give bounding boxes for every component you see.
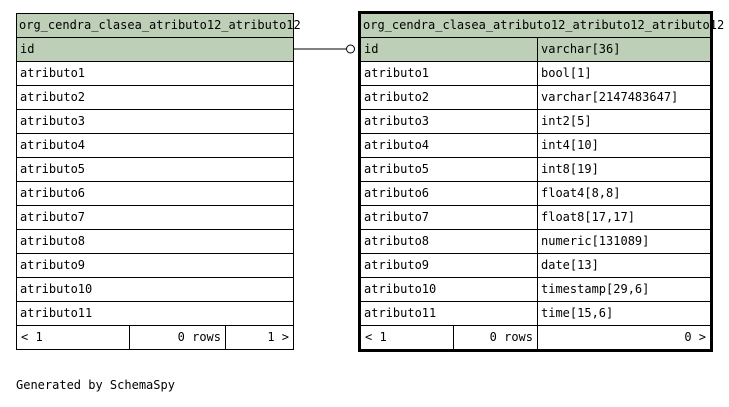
column-row: atributo9 (17, 254, 293, 278)
column-name: id (361, 38, 537, 61)
footer-next: 0 > (537, 326, 710, 350)
column-type: int8[19] (537, 158, 710, 181)
column-row: atributo5 int8[19] (361, 158, 710, 182)
pk-row: id varchar[36] (361, 38, 710, 62)
column-row: atributo2 varchar[2147483647] (361, 86, 710, 110)
zero-cardinality-marker (346, 44, 355, 54)
column-type: timestamp[29,6] (537, 278, 710, 301)
table-footer: < 1 0 rows 1 > (17, 326, 293, 350)
column-name: atributo10 (364, 282, 437, 296)
column-name: atributo9 (20, 258, 86, 272)
table-title: org_cendra_clasea_atributo12_atributo12 (17, 14, 301, 38)
column-row: atributo11 time[15,6] (361, 302, 710, 326)
column-name: id (17, 38, 293, 61)
column-name: atributo8 (364, 234, 430, 248)
column-name: atributo6 (20, 186, 86, 200)
column-name: atributo5 (20, 162, 86, 176)
column-name: atributo7 (20, 210, 86, 224)
table-title: org_cendra_clasea_atributo12_atributo12_… (361, 14, 724, 38)
column-row: atributo5 (17, 158, 293, 182)
column-type: bool[1] (537, 62, 710, 85)
column-row: atributo6 float4[8,8] (361, 182, 710, 206)
column-name: atributo1 (20, 66, 86, 80)
column-type: varchar[2147483647] (537, 86, 710, 109)
column-row: atributo7 float8[17,17] (361, 206, 710, 230)
column-name: atributo10 (20, 282, 93, 296)
column-name: atributo5 (364, 162, 430, 176)
column-row: atributo2 (17, 86, 293, 110)
column-row: atributo1 (17, 62, 293, 86)
generated-by-text: Generated by SchemaSpy (16, 378, 175, 392)
column-row: atributo1 bool[1] (361, 62, 710, 86)
column-row: atributo8 (17, 230, 293, 254)
column-type: float4[8,8] (537, 182, 710, 205)
column-type: int2[5] (537, 110, 710, 133)
column-name: atributo9 (364, 258, 430, 272)
column-row: atributo6 (17, 182, 293, 206)
column-type: date[13] (537, 254, 710, 277)
column-row: atributo10 (17, 278, 293, 302)
column-name: atributo2 (20, 90, 86, 104)
footer-prev: < 1 (365, 330, 387, 344)
table-focus: org_cendra_clasea_atributo12_atributo12_… (358, 11, 724, 352)
table-footer: < 1 0 rows 0 > (361, 326, 710, 350)
column-name: atributo8 (20, 234, 86, 248)
column-row: atributo3 (17, 110, 293, 134)
column-row: atributo10 timestamp[29,6] (361, 278, 710, 302)
column-name: atributo4 (20, 138, 86, 152)
footer-prev: < 1 (21, 330, 43, 344)
column-name: atributo2 (364, 90, 430, 104)
column-name: atributo6 (364, 186, 430, 200)
column-type: varchar[36] (537, 38, 710, 61)
footer-rows: 0 rows (129, 326, 225, 350)
column-name: atributo3 (364, 114, 430, 128)
column-row: atributo3 int2[5] (361, 110, 710, 134)
column-name: atributo11 (364, 306, 437, 320)
table-left: org_cendra_clasea_atributo12_atributo12 … (16, 13, 301, 350)
column-row: atributo7 (17, 206, 293, 230)
column-row: atributo11 (17, 302, 293, 326)
footer-rows: 0 rows (453, 326, 537, 350)
column-type: float8[17,17] (537, 206, 710, 229)
column-row: atributo4 int4[10] (361, 134, 710, 158)
column-name: atributo4 (364, 138, 430, 152)
pk-row: id (17, 38, 293, 62)
column-type: numeric[131089] (537, 230, 710, 253)
column-name: atributo1 (364, 66, 430, 80)
column-name: atributo3 (20, 114, 86, 128)
column-name: atributo11 (20, 306, 93, 320)
column-name: atributo7 (364, 210, 430, 224)
column-row: atributo8 numeric[131089] (361, 230, 710, 254)
column-row: atributo4 (17, 134, 293, 158)
column-type: int4[10] (537, 134, 710, 157)
footer-next: 1 > (225, 326, 293, 350)
column-type: time[15,6] (537, 302, 710, 325)
column-row: atributo9 date[13] (361, 254, 710, 278)
